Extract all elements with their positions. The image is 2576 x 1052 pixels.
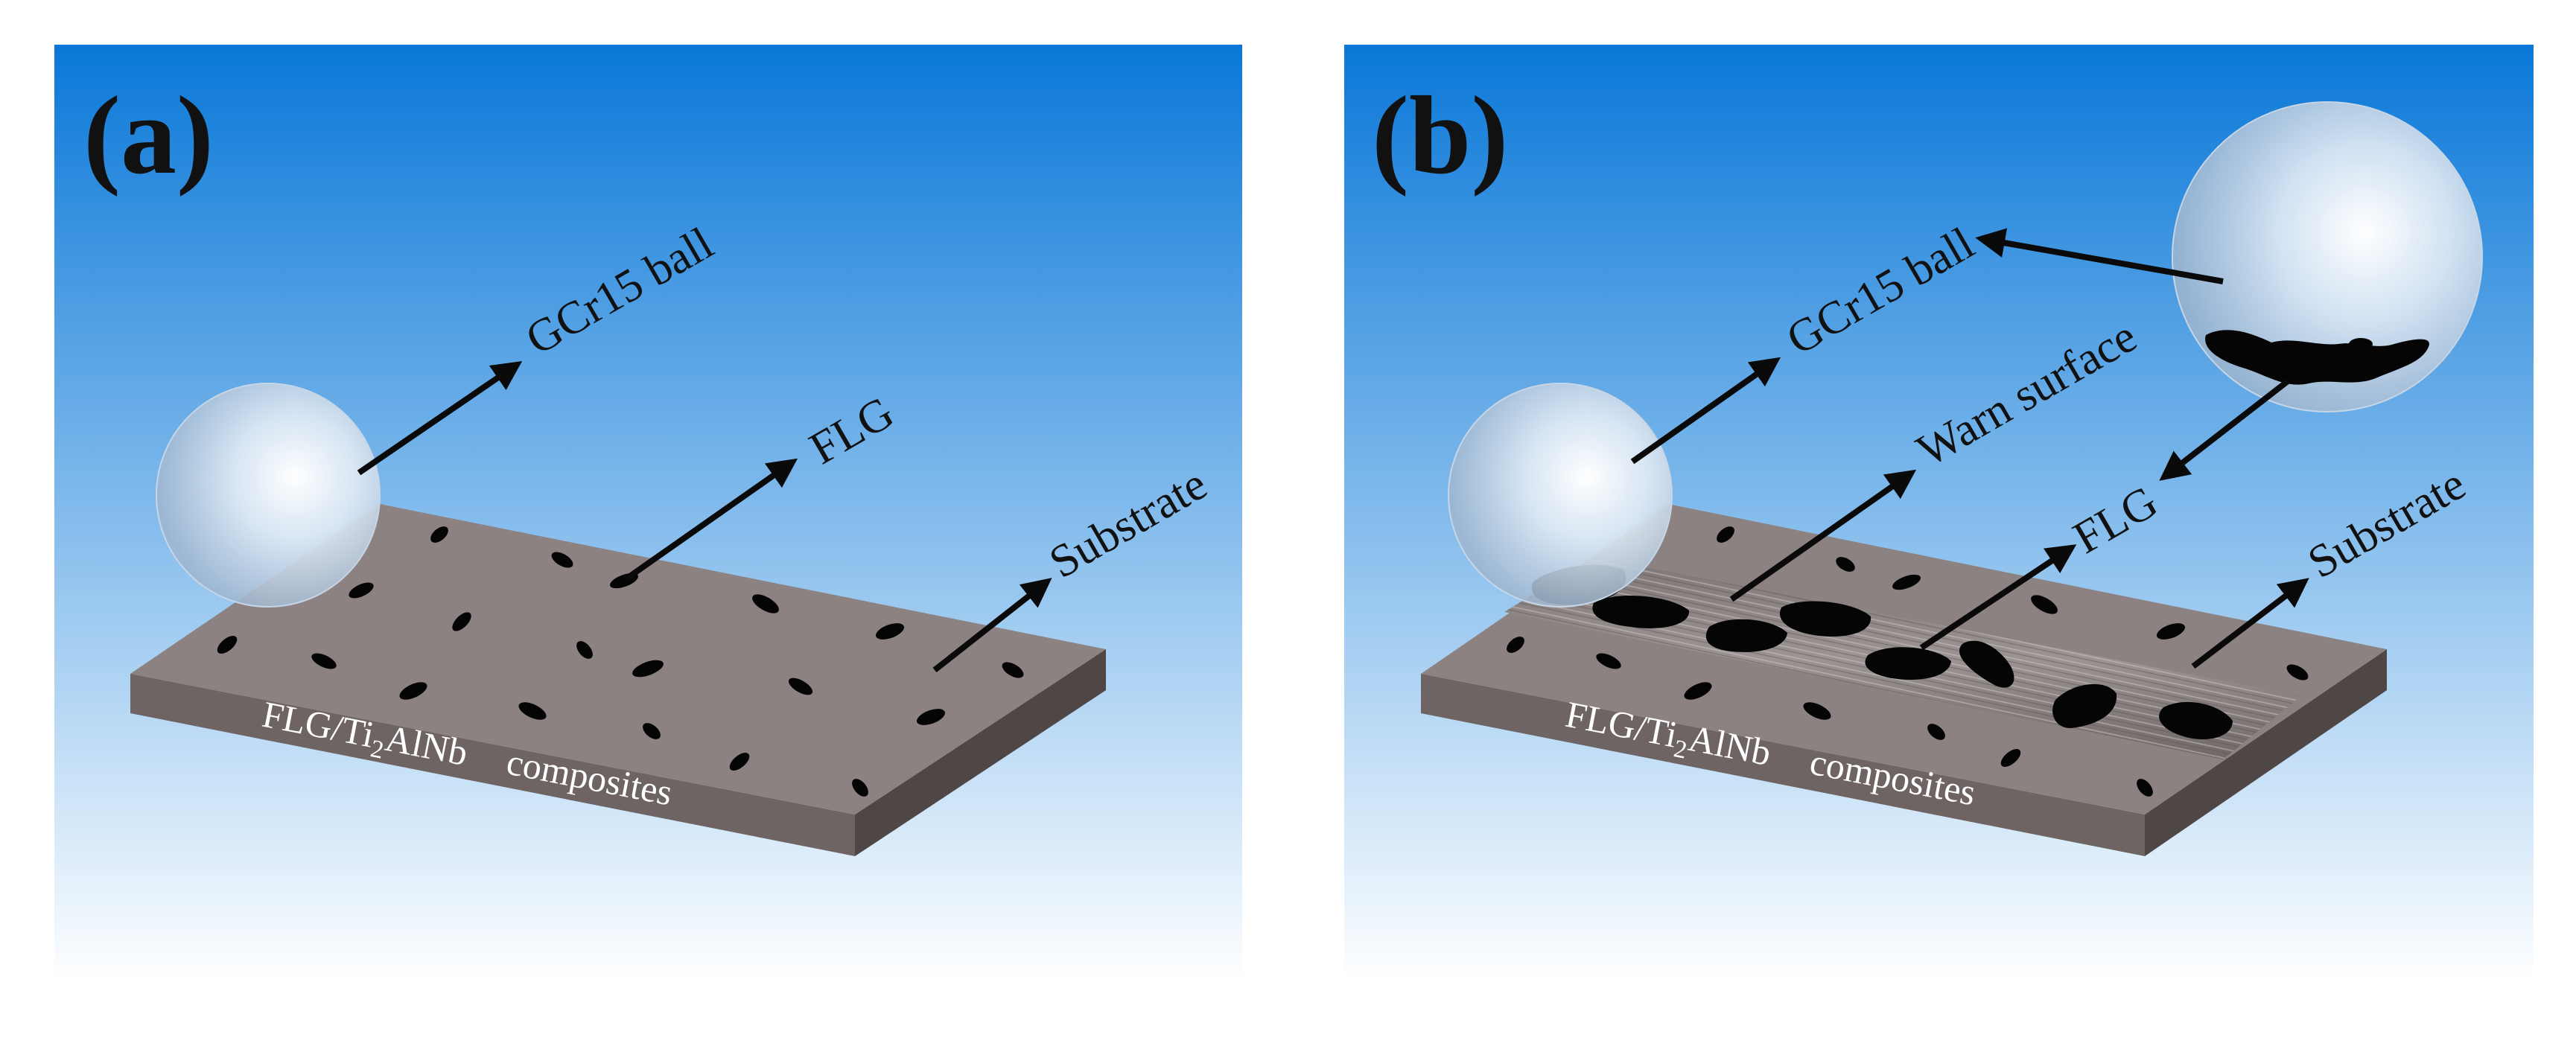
flg-patch	[1592, 595, 1690, 628]
flg-flake	[1836, 557, 1855, 572]
panel-a-ball-arrow	[357, 360, 523, 476]
plate-side-face	[2145, 649, 2387, 856]
panel-b-flg-flakes	[1507, 526, 2309, 797]
flg-flake	[349, 582, 374, 599]
flg-flake	[1684, 682, 1712, 700]
panel-b-flg-arrow	[1919, 544, 2077, 651]
panel-a-flg-arrow	[623, 458, 798, 582]
plate-top-face	[130, 504, 1106, 814]
flg-patch	[1959, 640, 2014, 688]
transfer-film	[2205, 330, 2429, 385]
plate-front-face	[1421, 674, 2145, 856]
flg-flake	[1803, 702, 1831, 720]
flg-flake	[1002, 662, 1024, 678]
panel-b-letter: (b)	[1372, 74, 1508, 197]
plate-front-face	[130, 674, 855, 856]
flg-flake	[452, 612, 471, 631]
flg-flake	[576, 641, 593, 659]
panel-b-ball-transfer	[2172, 101, 2483, 412]
flg-patch	[2159, 701, 2233, 740]
flg-flake	[399, 682, 427, 700]
flg-flake	[1717, 526, 1734, 543]
flg-flake	[551, 552, 573, 568]
transfer-film-fleck	[2349, 338, 2373, 350]
flg-patch	[1705, 619, 1787, 652]
flg-flake	[916, 709, 946, 725]
panel-a-flg-flakes	[217, 526, 1024, 797]
flg-flake	[852, 779, 868, 797]
panel-b-ball-arrow	[1630, 357, 1781, 465]
flg-flake	[1892, 574, 1921, 590]
panel-a-substrate-plate	[130, 504, 1106, 856]
panel-b-gcr15-ball	[1448, 383, 1673, 608]
flg-flake	[729, 753, 750, 771]
flg-flake	[2031, 595, 2058, 614]
panel-b-substrate-arrow	[2191, 578, 2309, 669]
panel-b-transfer-to-flg-arrow	[2159, 378, 2290, 481]
flg-flake	[2000, 749, 2021, 767]
panel-a-substrate-arrow	[932, 578, 1052, 673]
flg-flake	[311, 653, 337, 669]
flg-flake	[430, 526, 448, 543]
panel-a: (a)	[54, 45, 1242, 983]
flg-flake	[875, 623, 905, 640]
flg-flake	[2137, 779, 2153, 797]
flg-patch	[2052, 683, 2117, 728]
panel-b: (b)	[1344, 45, 2534, 983]
plate-side-face	[855, 649, 1106, 856]
flg-flake	[643, 723, 661, 739]
flg-flake	[2156, 623, 2186, 640]
panel-a-gcr15-ball	[156, 383, 381, 608]
flg-flake	[1596, 653, 1621, 669]
panel-b-transfer-to-label-arrow	[1975, 228, 2224, 284]
flg-flake	[217, 636, 238, 654]
flg-flake	[752, 594, 779, 613]
panel-b-wear-arrow	[1729, 469, 1917, 602]
flg-patch	[1865, 647, 1951, 680]
flg-patch	[1779, 601, 1871, 637]
flg-flake	[632, 660, 664, 678]
panel-a-letter: (a)	[83, 74, 214, 197]
flg-flake	[2286, 664, 2309, 680]
flg-flake	[1927, 724, 1945, 740]
flg-flake	[518, 702, 547, 720]
flg-flake	[1507, 637, 1524, 653]
flg-flake	[788, 678, 813, 695]
